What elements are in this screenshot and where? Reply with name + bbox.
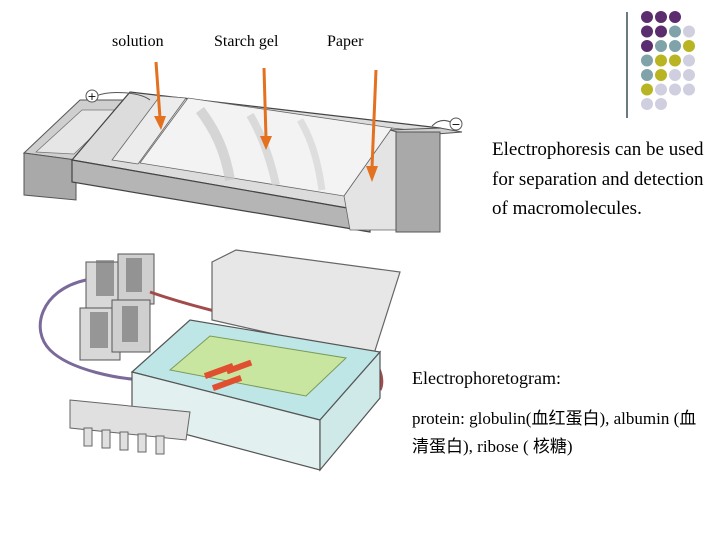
decorative-dot xyxy=(683,83,695,96)
gel-comb xyxy=(69,399,191,455)
label-starch-gel: Starch gel xyxy=(214,33,279,50)
decorative-dot xyxy=(641,83,653,96)
decorative-dot xyxy=(669,11,681,23)
decorative-dot xyxy=(683,40,695,52)
left-electrode-block xyxy=(22,99,132,201)
arrow-starch-gel xyxy=(260,67,272,150)
decorative-dot xyxy=(655,40,667,52)
decorative-dot xyxy=(669,83,681,96)
decorative-dot xyxy=(655,83,667,96)
electrophoretogram-title: Electrophoretogram: xyxy=(412,368,561,388)
decorative-dot xyxy=(669,54,681,67)
decorative-dot xyxy=(641,98,653,110)
arrow-solution xyxy=(154,61,166,130)
negative-wire xyxy=(38,278,151,382)
decorative-dot xyxy=(641,25,653,38)
decorative-dot xyxy=(669,69,681,81)
decorative-dot xyxy=(669,25,681,38)
main-description: Electrophoresis can be used for separati… xyxy=(492,139,704,219)
battery-pack xyxy=(79,253,155,361)
label-solution: solution xyxy=(112,33,164,50)
decorative-dot xyxy=(641,11,653,23)
decorative-dot xyxy=(683,25,695,38)
divider-line xyxy=(626,12,628,118)
decorative-dot xyxy=(655,54,667,67)
buffer-box xyxy=(130,319,382,472)
label-paper: Paper xyxy=(327,33,364,50)
decorative-dot xyxy=(655,11,667,23)
decorative-dot xyxy=(655,69,667,81)
negative-terminal-icon xyxy=(449,117,463,131)
positive-terminal-icon xyxy=(85,89,99,103)
electrophoretogram-text: protein: globulin(血红蛋白), albumin (血清蛋白),… xyxy=(412,409,697,456)
decorative-dot-grid xyxy=(641,11,695,110)
right-electrode-block xyxy=(389,127,463,233)
arrow-paper xyxy=(366,69,378,182)
svg-text:+: + xyxy=(87,90,96,103)
svg-text:−: − xyxy=(451,118,460,131)
decorative-dot xyxy=(641,40,653,52)
decorative-dot xyxy=(655,98,667,110)
decorative-dot xyxy=(669,40,681,52)
decorative-dot xyxy=(683,54,695,67)
decorative-dot xyxy=(683,69,695,81)
decorative-dot xyxy=(641,54,653,67)
decorative-dot xyxy=(641,69,653,81)
decorative-dot xyxy=(655,25,667,38)
